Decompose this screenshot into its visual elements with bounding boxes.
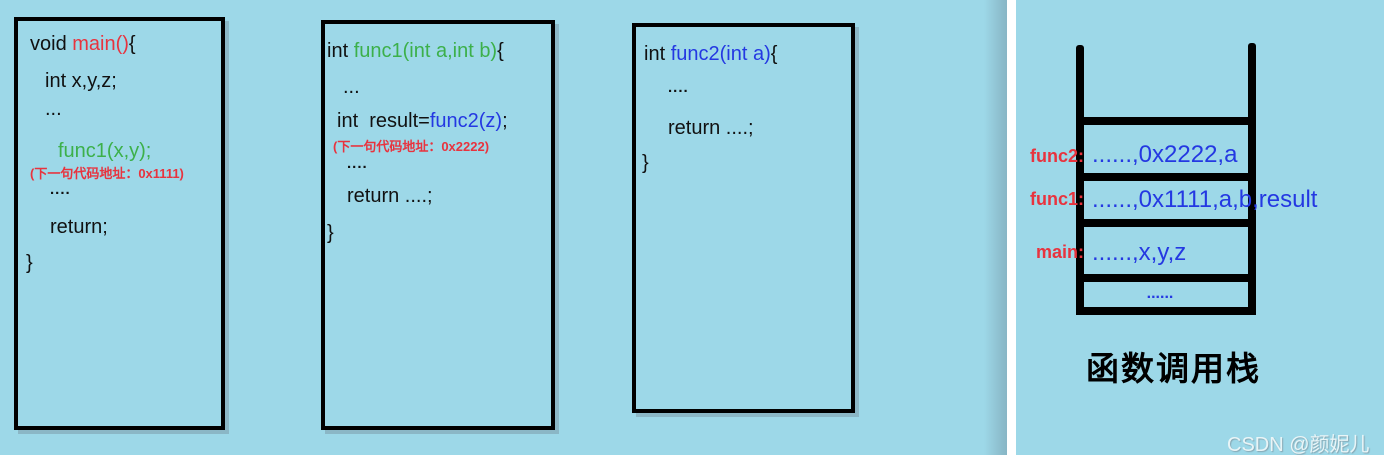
stack-frame-content-bottom: ...... [1146,285,1174,302]
stack-rung [1076,117,1256,125]
code-line-dots: .... [50,181,71,198]
stack-frame-label-main: main: [1035,242,1084,262]
close-brace: } [327,222,334,244]
result-assignment: int result= [337,110,430,132]
slide-divider-line [1007,0,1016,459]
func2-call: func2(z) [429,110,503,132]
main-function-name: main() [72,33,129,55]
code-line-return: return ....; [347,185,433,207]
stack-frame-label-func1: func1: [1030,189,1084,209]
keyword-int: int [327,40,354,62]
code-line-ellipsis: ... [343,76,360,98]
stack-rung [1076,307,1256,315]
next-code-address-note-0x1111: (下一句代码地址：0x1111) [30,166,184,181]
stack-rung [1076,219,1256,227]
code-line-func2-call: int result=func2(z); [337,110,508,132]
code-line-dots: .... [668,79,689,96]
code-box-main: void main(){ int x,y,z; ... func1(x,y); … [14,17,225,430]
code-line-func1-signature: int func1(int a,int b){ [327,40,504,62]
call-stack-title: 函数调用栈 [1086,350,1261,387]
code-line-return: return ....; [668,117,754,139]
open-brace: { [770,43,778,65]
stack-rung [1076,173,1256,181]
stack-frame-content-func2: ......,0x2222,a [1092,141,1238,168]
keyword-int: int [644,43,671,65]
code-box-func1: int func1(int a,int b){ ... int result=f… [321,20,555,430]
code-box-func2: int func2(int a){ .... return ....; } [632,23,855,413]
stack-rung [1076,274,1256,282]
stack-frame-label-func2: func2: [1030,146,1084,166]
stack-frame-content-func1: ......,0x1111,a,b,result [1092,186,1318,213]
func2-signature: func2(int a) [670,43,771,65]
close-brace: } [642,152,649,174]
slide-divider-shadow [984,0,1007,459]
semicolon: ; [502,110,508,132]
close-brace: } [26,252,33,274]
code-line-func1-call: func1(x,y); [58,140,152,162]
next-code-address-note-0x2222: (下一句代码地址：0x2222) [333,139,490,154]
code-line-ellipsis: ... [45,98,62,120]
csdn-watermark: CSDN @颜妮儿 [1227,434,1370,456]
open-brace: { [128,33,136,55]
func1-signature: func1(int a,int b) [353,40,498,62]
code-line-declaration: int x,y,z; [45,70,117,92]
code-line-func2-signature: int func2(int a){ [644,43,777,65]
keyword-void: void [30,33,73,55]
bottom-white-strip [0,455,1384,459]
code-line-return: return; [50,216,108,238]
code-line-main-signature: void main(){ [30,33,136,55]
code-line-dots: .... [347,155,368,172]
stack-frame-content-main: ......,x,y,z [1092,239,1187,266]
open-brace: { [497,40,504,62]
